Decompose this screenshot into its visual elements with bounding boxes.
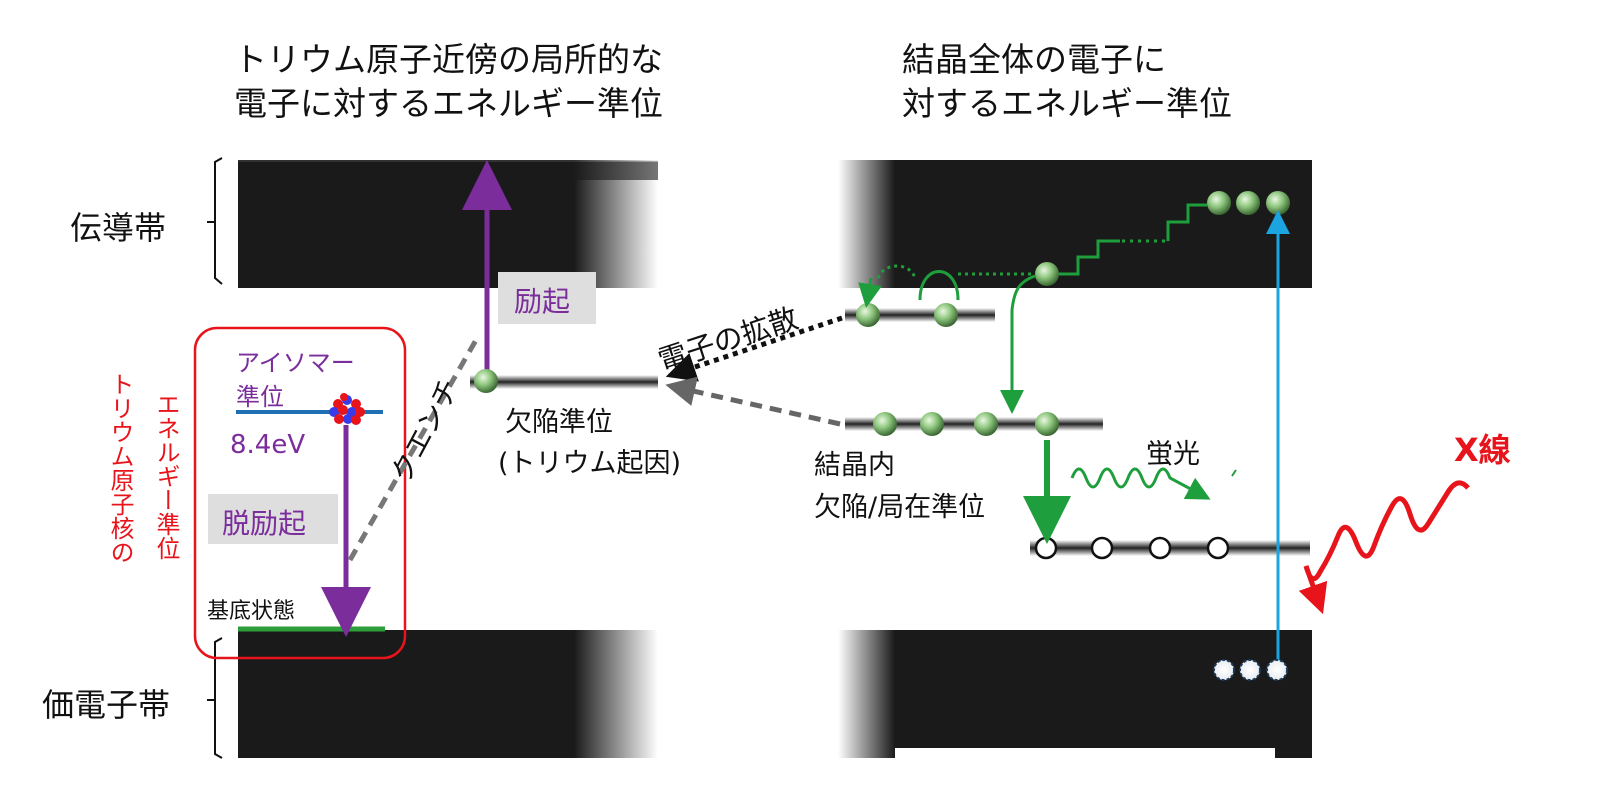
right-valence-band: [838, 630, 1312, 760]
left-title-line2: 電子に対するエネルギー準位: [234, 84, 663, 123]
hole-1: [1034, 536, 1058, 560]
xray-wave: [1298, 480, 1470, 615]
trap-capture-arrow: [1000, 274, 1036, 414]
nuclear-levels-label-1: トリウム原子核の: [106, 372, 134, 564]
valence-hole-3: [1266, 659, 1288, 681]
hole-3: [1148, 536, 1172, 560]
fluorescence-label: 蛍光: [1146, 439, 1200, 470]
excitation-label: 励起: [514, 285, 571, 318]
right-conduction-band: [838, 160, 1312, 288]
hop-arc-1: [918, 270, 960, 301]
valence-hole-2: [1239, 659, 1261, 681]
defect-level-label-line2: (トリウム起因): [498, 448, 682, 479]
deexcitation-box: [208, 494, 338, 544]
crystal-to-thorium-arrow: [665, 376, 841, 427]
conduction-band-label: 伝導帯: [70, 209, 167, 247]
thorium-defect-level-bar: [470, 375, 658, 389]
quench-line: [347, 338, 479, 562]
relaxation-staircase-upper: [1166, 203, 1207, 241]
nuclear-levels-box: [193, 326, 407, 660]
right-title-line2: 対するエネルギー準位: [902, 84, 1232, 123]
hole-2: [1090, 536, 1114, 560]
electron-diffusion-arrow: [665, 315, 843, 382]
crystal-electron-4: [1035, 412, 1059, 436]
isomer-energy: 8.4eV: [230, 430, 306, 460]
ground-state-label: 基底状態: [207, 599, 296, 624]
crystal-defect-label-line1: 結晶内: [814, 450, 895, 481]
crystal-electron-2: [920, 412, 944, 436]
thorium-nucleus-icon: [329, 393, 365, 425]
left-title-line1: トリウム原子近傍の局所的な: [234, 40, 663, 79]
left-conduction-band: [238, 160, 658, 288]
trap-electron-1: [856, 303, 880, 327]
crystal-electron-3: [974, 412, 998, 436]
hop-drop-arrow: [858, 277, 882, 308]
conduction-electron-3: [1266, 191, 1290, 215]
conduction-band-bracket: [207, 157, 223, 285]
hop-arc-2: [876, 264, 917, 279]
conduction-electron-2: [1236, 191, 1260, 215]
valence-band-bracket: [207, 637, 223, 759]
relaxation-staircase: [1047, 239, 1120, 276]
left-valence-band: [238, 630, 658, 758]
fluorescence-wave: [1070, 467, 1211, 500]
xray-label: X線: [1454, 431, 1511, 469]
conduction-electron-1: [1207, 191, 1231, 215]
defect-electron: [474, 369, 498, 393]
excitation-box: [498, 272, 596, 324]
fluorescence-tick: [1231, 469, 1237, 477]
hole-4: [1206, 536, 1230, 560]
defect-level-label-line1: 欠陥準位: [505, 407, 613, 438]
valence-band-label: 価電子帯: [42, 686, 171, 724]
shallow-trap-level-bar: [845, 308, 995, 322]
trap-electron-2: [934, 303, 958, 327]
nuclear-levels-label-2: エネルギー準位: [152, 392, 180, 560]
right-title-line1: 結晶全体の電子に: [902, 40, 1166, 79]
valence-hole-1: [1213, 659, 1235, 681]
deexcitation-label: 脱励起: [222, 507, 307, 540]
crystal-electron-1: [873, 412, 897, 436]
conduction-electron-4: [1035, 262, 1059, 286]
crystal-defect-label-line2: 欠陥/局在準位: [814, 492, 986, 523]
isomer-label-line2: 準位: [236, 383, 284, 411]
isomer-label-line1: アイソマー: [236, 349, 355, 377]
